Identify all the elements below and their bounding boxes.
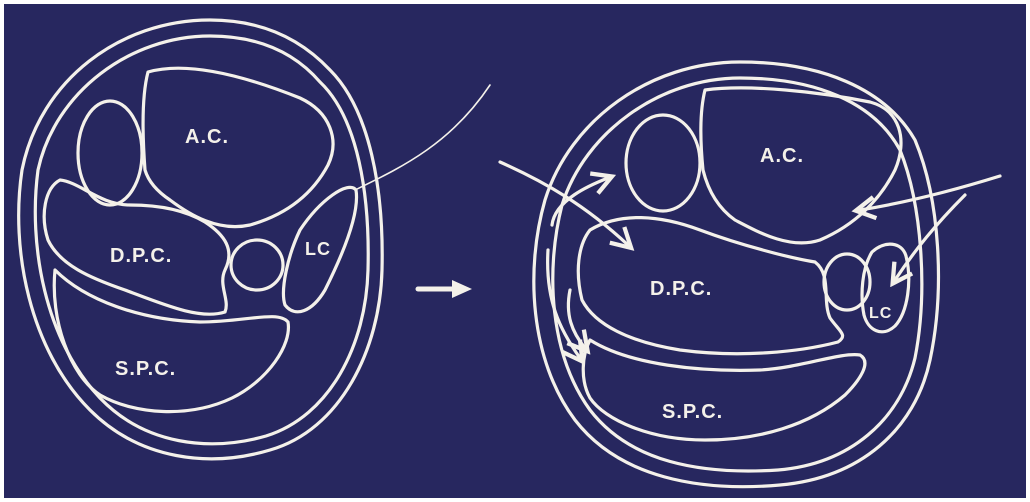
- left-label-ac: A.C.: [185, 126, 229, 148]
- left-label-lc: LC: [305, 239, 331, 259]
- left-label-dpc: D.P.C.: [110, 245, 172, 267]
- right-label-dpc: D.P.C.: [650, 278, 712, 300]
- left-label-spc: S.P.C.: [115, 358, 176, 380]
- right-label-ac: A.C.: [760, 145, 804, 167]
- right-label-spc: S.P.C.: [662, 401, 723, 423]
- right-label-lc: LC: [869, 305, 892, 322]
